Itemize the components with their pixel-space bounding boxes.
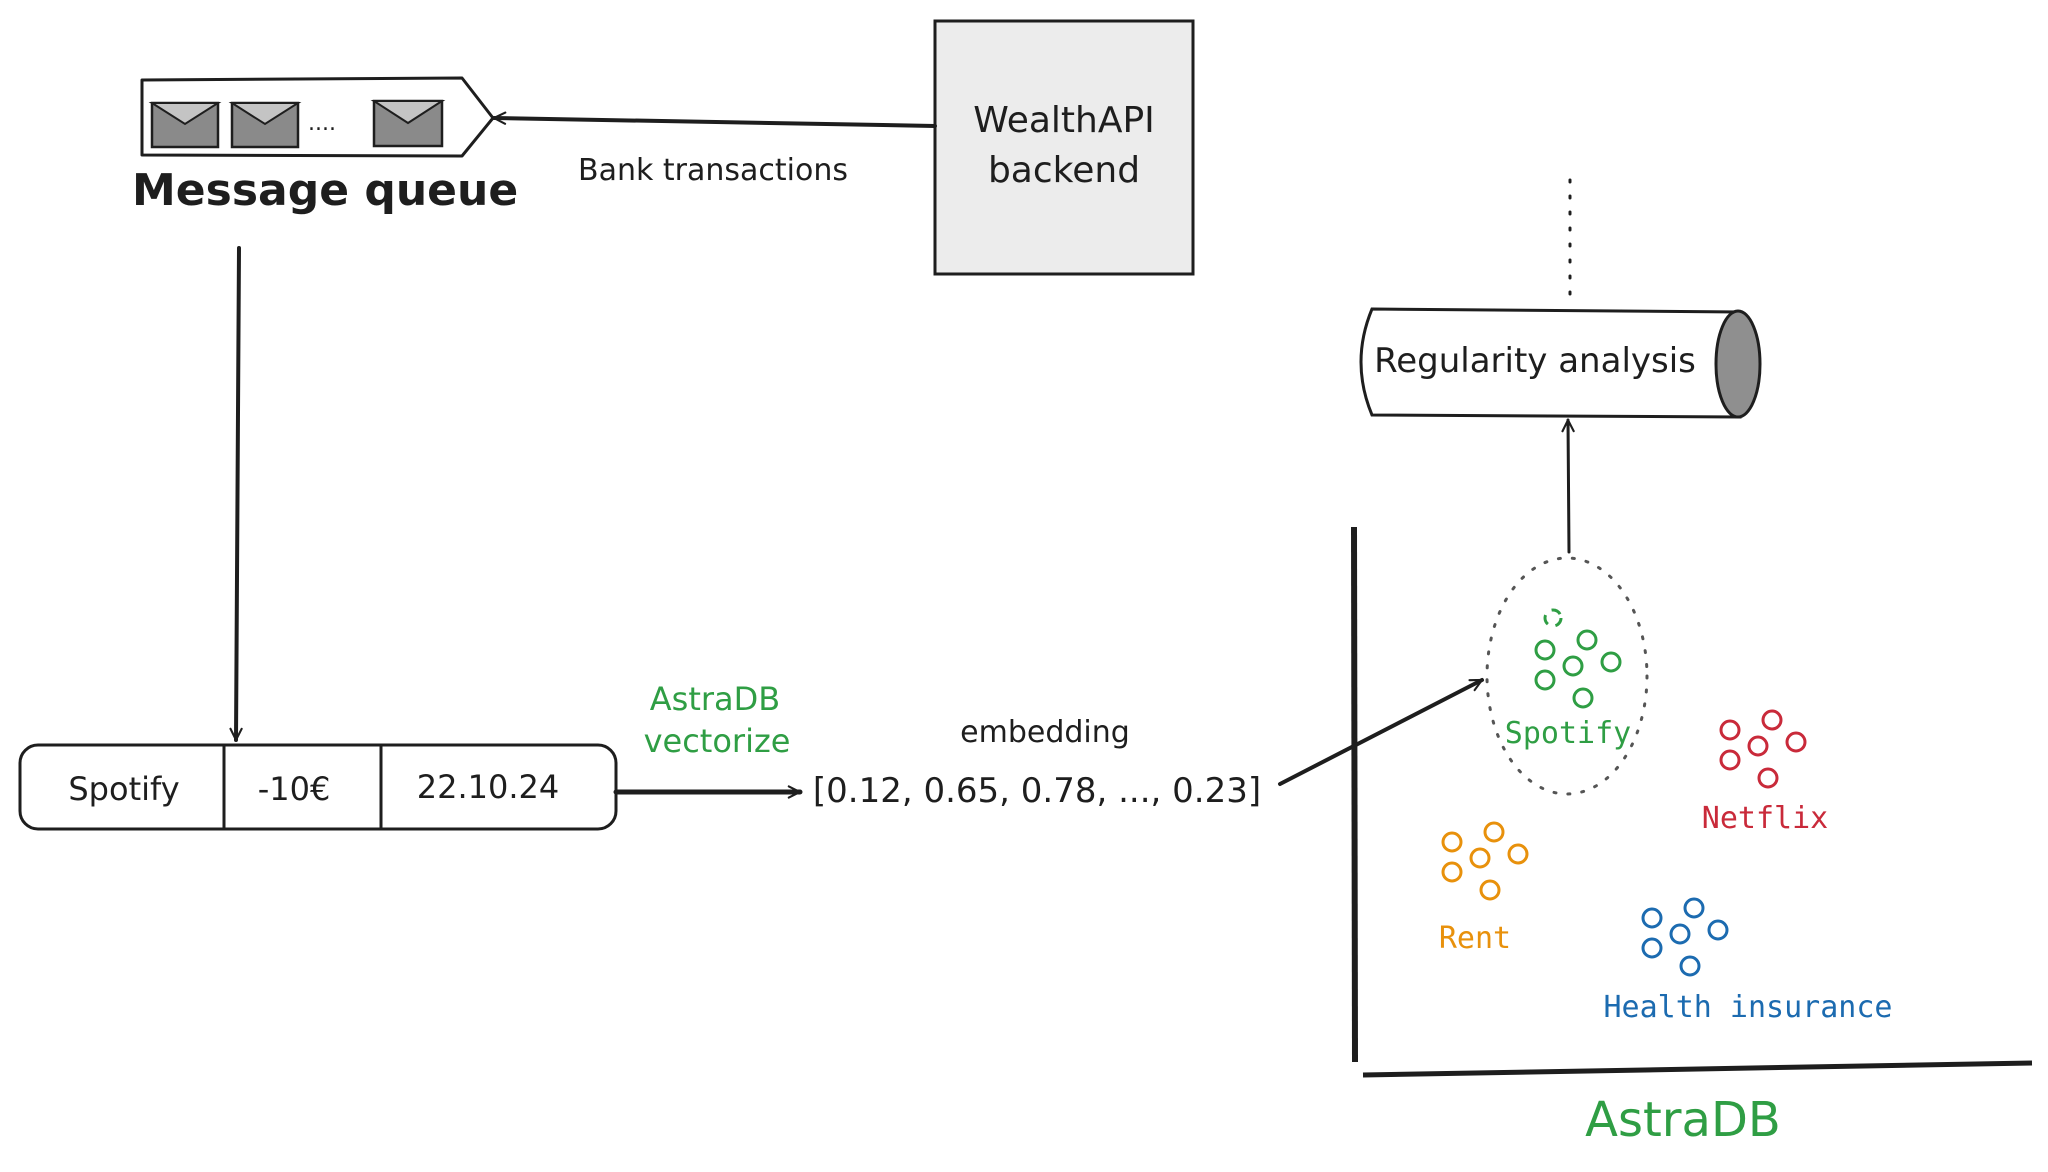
embedding-vector: [0.12, 0.65, 0.78, ..., 0.23] — [813, 771, 1261, 811]
data-point — [1534, 669, 1556, 691]
cluster-label: Spotify — [1505, 716, 1631, 751]
data-point — [1669, 923, 1691, 945]
data-point — [1507, 843, 1529, 865]
envelope-icon — [370, 99, 446, 148]
vectorize-label-line1: AstraDB — [650, 680, 780, 718]
transaction-amount: -10€ — [258, 770, 331, 808]
data-point — [1707, 919, 1729, 941]
data-point — [1600, 651, 1622, 673]
queue-ellipsis: .... — [308, 111, 336, 136]
arrow-embedding-to-cluster — [1278, 678, 1482, 786]
backend-label-line2: backend — [988, 150, 1140, 191]
backend-box — [933, 19, 1195, 276]
data-point — [1719, 749, 1741, 771]
embedding-label: embedding — [960, 715, 1130, 750]
backend-label-line1: WealthAPI — [973, 100, 1155, 141]
cluster-netflix: Netflix — [1702, 709, 1828, 836]
data-point — [1483, 821, 1505, 843]
cluster-label: Netflix — [1702, 801, 1828, 836]
transaction-box — [18, 743, 618, 831]
spotify-highlight — [1485, 556, 1649, 796]
cluster-health-insurance: Health insurance — [1604, 897, 1893, 1025]
data-point — [1441, 831, 1463, 853]
astradb-label: AstraDB — [1585, 1092, 1781, 1148]
data-point — [1683, 897, 1705, 919]
data-point — [1479, 879, 1501, 901]
arrow-queue-to-transaction — [236, 246, 239, 742]
message-queue: .... Message queue — [132, 76, 518, 216]
data-point — [1641, 907, 1663, 929]
cluster-label: Rent — [1439, 921, 1511, 956]
wealthapi-backend: WealthAPI backend — [933, 19, 1195, 276]
data-point — [1747, 735, 1769, 757]
y-axis — [1351, 526, 1358, 1063]
cluster-label: Health insurance — [1604, 990, 1893, 1025]
transaction-date: 22.10.24 — [417, 768, 560, 806]
bank-transactions-label: Bank transactions — [578, 153, 848, 188]
envelope-icon — [148, 101, 222, 149]
cylinder-body — [1359, 307, 1742, 419]
vectorize-label-line2: vectorize — [644, 722, 791, 760]
data-point — [1576, 629, 1598, 651]
data-point — [1761, 709, 1783, 731]
data-point — [1441, 861, 1463, 883]
transaction-record: Spotify -10€ 22.10.24 — [18, 743, 618, 831]
cluster-spotify: Spotify — [1505, 608, 1631, 751]
message-queue-shape — [140, 76, 495, 158]
data-point — [1469, 847, 1491, 869]
data-point — [1572, 687, 1594, 709]
data-point — [1785, 731, 1807, 753]
data-point — [1641, 937, 1663, 959]
cluster-rent: Rent — [1439, 821, 1529, 956]
data-point — [1534, 639, 1556, 661]
regularity-analysis-label: Regularity analysis — [1374, 341, 1696, 381]
message-queue-label: Message queue — [132, 165, 518, 216]
x-axis — [1362, 1060, 2033, 1078]
data-point — [1757, 767, 1779, 789]
regularity-analysis: Regularity analysis — [1359, 307, 1762, 419]
data-point — [1719, 719, 1741, 741]
arrow-backend-to-queue — [492, 118, 937, 128]
arrow-cluster-to-analysis — [1568, 418, 1569, 554]
cylinder-cap — [1714, 309, 1762, 419]
data-point — [1543, 608, 1563, 628]
envelope-icon — [228, 101, 302, 149]
data-point — [1562, 655, 1584, 677]
transaction-merchant: Spotify — [68, 770, 179, 808]
data-point — [1679, 955, 1701, 977]
